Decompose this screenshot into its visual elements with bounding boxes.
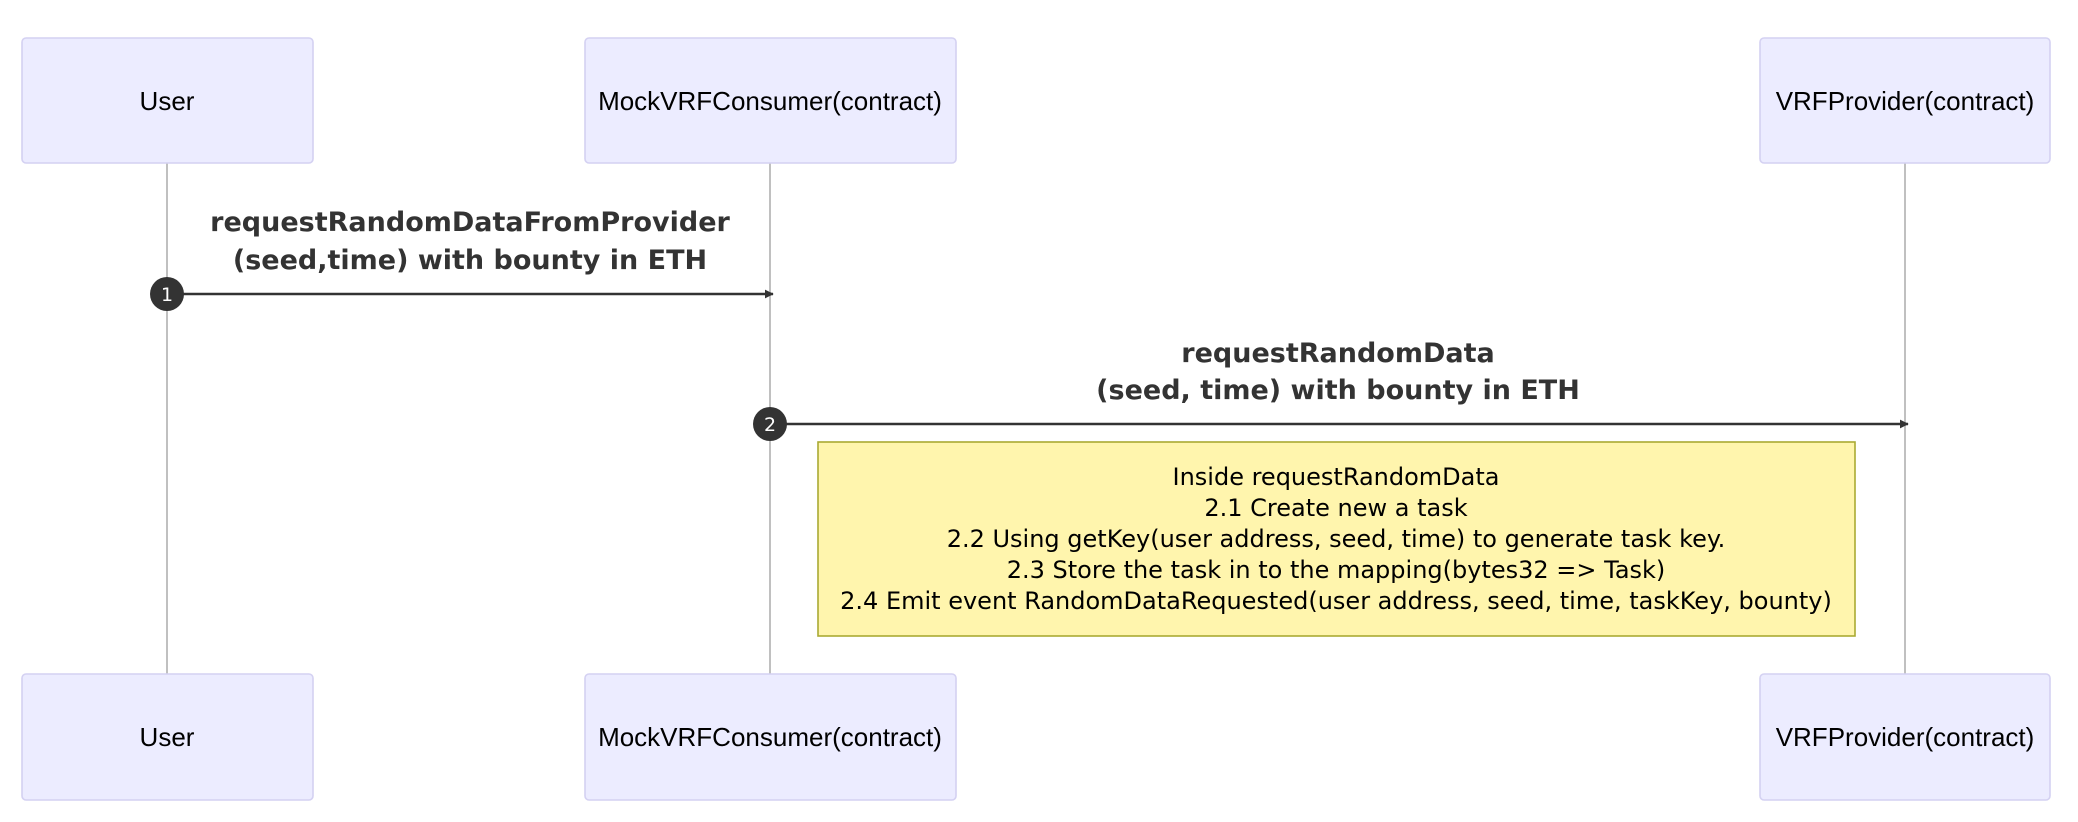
sequence-number-1-badge [150,277,184,311]
actor-consumer-bottom: MockVRFConsumer(contract) [584,673,957,801]
actor-provider-top-label: VRFProvider(contract) [1776,86,2035,116]
actor-user-top: User [21,37,314,164]
note-line-1: Inside requestRandomData [1173,463,1500,491]
actor-user-bottom: User [21,673,314,801]
sequence-number-2: 2 [764,414,776,436]
note-line-2: 2.1 Create new a task [1204,494,1467,522]
actor-provider-bottom: VRFProvider(contract) [1759,673,2051,801]
actor-provider-bottom-label: VRFProvider(contract) [1776,722,2035,752]
message-1-label-line-2: (seed,time) with bounty in ETH [233,245,707,276]
actor-user-bottom-label: User [140,722,195,752]
sequence-number-2-badge [753,407,787,441]
message-1: requestRandomDataFromProvider (seed,time… [150,207,774,311]
actor-consumer-top-label: MockVRFConsumer(contract) [598,86,942,116]
sequence-number-1: 1 [161,284,173,306]
actor-consumer-top: MockVRFConsumer(contract) [584,37,957,164]
message-2: requestRandomData (seed, time) with boun… [753,338,1909,441]
note-line-3: 2.2 Using getKey(user address, seed, tim… [947,525,1726,553]
note-line-4: 2.3 Store the task in to the mapping(byt… [1007,556,1666,584]
note: Inside requestRandomData 2.1 Create new … [817,441,1856,637]
actor-user-top-label: User [140,86,195,116]
message-1-label-line-1: requestRandomDataFromProvider [210,207,730,238]
message-2-label-line-1: requestRandomData [1181,338,1494,369]
actor-provider-top: VRFProvider(contract) [1759,37,2051,164]
note-line-5: 2.4 Emit event RandomDataRequested(user … [840,587,1832,615]
actor-consumer-bottom-label: MockVRFConsumer(contract) [598,722,942,752]
message-2-label-line-2: (seed, time) with bounty in ETH [1096,375,1580,406]
